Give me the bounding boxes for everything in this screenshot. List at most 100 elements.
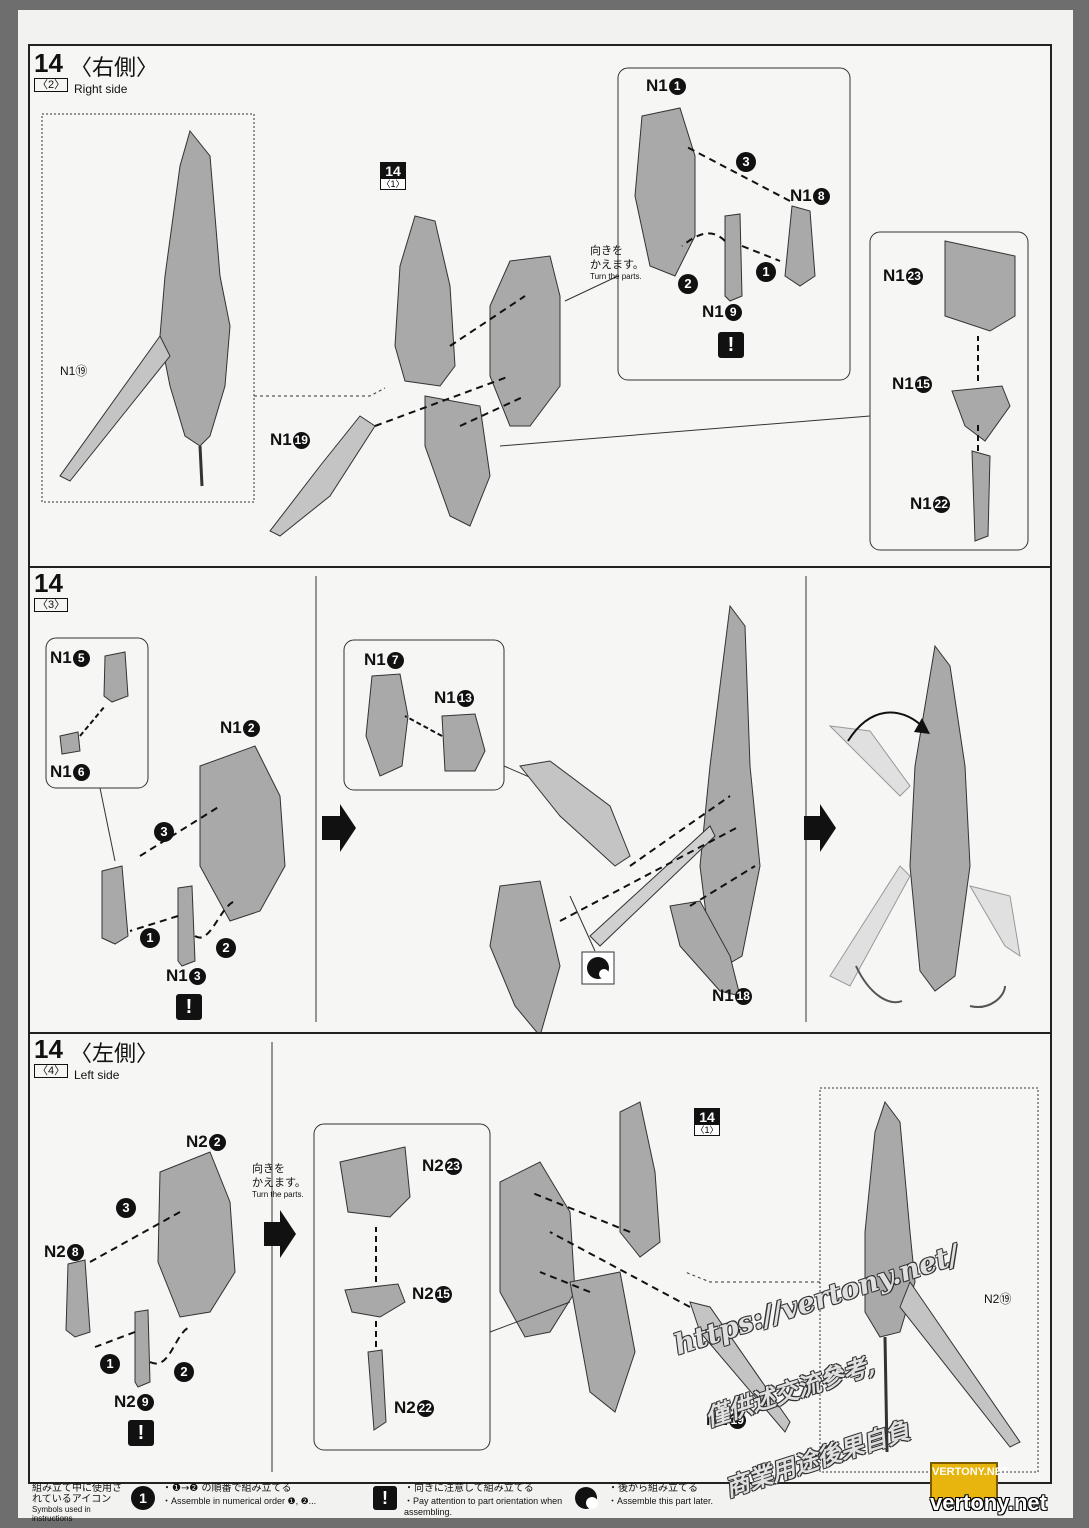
overview-box (41, 113, 255, 503)
attention-icon: ! (128, 1420, 154, 1446)
panel-right-side: 14 〈2〉 〈右側〉 Right side (30, 46, 1050, 568)
part-fin-upper (519, 760, 631, 867)
part-n1-15 (951, 385, 1011, 442)
part-n2-15 (344, 1283, 406, 1318)
order-2-icon: 2 (678, 274, 698, 294)
legend-orientation: ・向きに注意して組み立てる・Pay attention to part orie… (404, 1483, 563, 1517)
next-arrow (322, 804, 356, 852)
order-legend-icon: 1 (131, 1486, 155, 1510)
turn-parts-note: 向きを かえます。Turn the parts. (252, 1162, 306, 1199)
reference-step-box: 14 〈1〉 (694, 1108, 720, 1136)
attention-legend-icon: ! (373, 1486, 397, 1510)
svg-text:!: ! (382, 1488, 388, 1508)
part-n1-5 (103, 651, 129, 703)
part-n1-blade (101, 865, 129, 945)
part-lower (424, 395, 491, 527)
svg-text:1: 1 (139, 1490, 147, 1506)
part-n1-22 (971, 450, 991, 542)
reference-step-box: 14 〈1〉 (380, 162, 406, 190)
panel-title: 〈左側〉 (70, 1042, 159, 1067)
part-n2-2 (157, 1151, 236, 1318)
label-n2-19-overview: N2⑲ (984, 1292, 1012, 1306)
next-arrow (804, 804, 836, 852)
order-1-icon: 1 (756, 262, 776, 282)
footer-url: vertony.net (930, 1490, 1047, 1515)
left-side-illustration (65, 1042, 1039, 1473)
step-number: 14 (34, 48, 63, 78)
panel-subtitle: Left side (74, 1068, 120, 1082)
part-fin-n2-19 (689, 1301, 791, 1433)
order-3-icon: 3 (116, 1198, 136, 1218)
panel-assembly: 14 〈3〉 (30, 566, 1050, 1034)
part-armor-side (489, 880, 561, 1032)
part-n1-9 (724, 213, 743, 302)
order-1-icon: 1 (100, 1354, 120, 1374)
part-ghost-fin (829, 865, 911, 987)
order-2-icon: 2 (216, 938, 236, 958)
step-number: 14 (34, 568, 63, 598)
part-armor-top-left (619, 1101, 661, 1258)
substep-number: 〈2〉 (34, 78, 69, 92)
part-n1-2 (199, 745, 286, 922)
substep-number: 〈4〉 (34, 1064, 69, 1078)
part-final-assembly (909, 644, 971, 992)
order-3-icon: 3 (736, 152, 756, 172)
step-number: 14 (34, 1034, 63, 1064)
turn-parts-note: 向きを かえます。Turn the parts. (590, 244, 644, 281)
panel-subtitle: Right side (74, 82, 128, 96)
part-n2-8 (65, 1259, 91, 1338)
fin-overview-part (59, 335, 171, 482)
part-frame (489, 255, 561, 427)
attention-icon: ! (718, 332, 744, 358)
substep-number: 〈3〉 (34, 598, 69, 612)
overview-box (819, 1087, 1039, 1473)
legend-order: ・❶→❷ の順番で組み立てる・Assemble in numerical ord… (162, 1483, 317, 1506)
part-n2-22 (367, 1349, 387, 1431)
legend-later: ・後から組み立てる・Assemble this part later. (608, 1483, 714, 1506)
part-main-body (699, 604, 761, 967)
instruction-frame: 14 〈2〉 〈右側〉 Right side (28, 44, 1052, 1484)
order-2-icon: 2 (174, 1362, 194, 1382)
part-n1-6 (59, 731, 81, 755)
part-lower-left (569, 1271, 636, 1413)
fin-overview-part (899, 1280, 1021, 1448)
later-legend-icon (575, 1487, 598, 1509)
right-side-illustration (41, 67, 1029, 551)
assembly-illustration (45, 576, 1021, 1032)
part-n1-13 (441, 713, 486, 772)
label-n1-19-overview: N1⑲ (60, 364, 88, 378)
part-n1-7 (365, 673, 409, 777)
part-ghost-fin (968, 885, 1021, 958)
part-n2-9 (134, 1309, 151, 1388)
part-ghost-fin (828, 725, 911, 797)
part-n1-1 (634, 107, 696, 277)
part-armor-top (394, 215, 456, 387)
next-arrow (264, 1210, 296, 1258)
wing-overview-part (864, 1100, 916, 1338)
wing-overview-part (159, 129, 231, 447)
panel-title: 〈右側〉 (70, 56, 159, 81)
part-n2-23 (339, 1146, 411, 1218)
